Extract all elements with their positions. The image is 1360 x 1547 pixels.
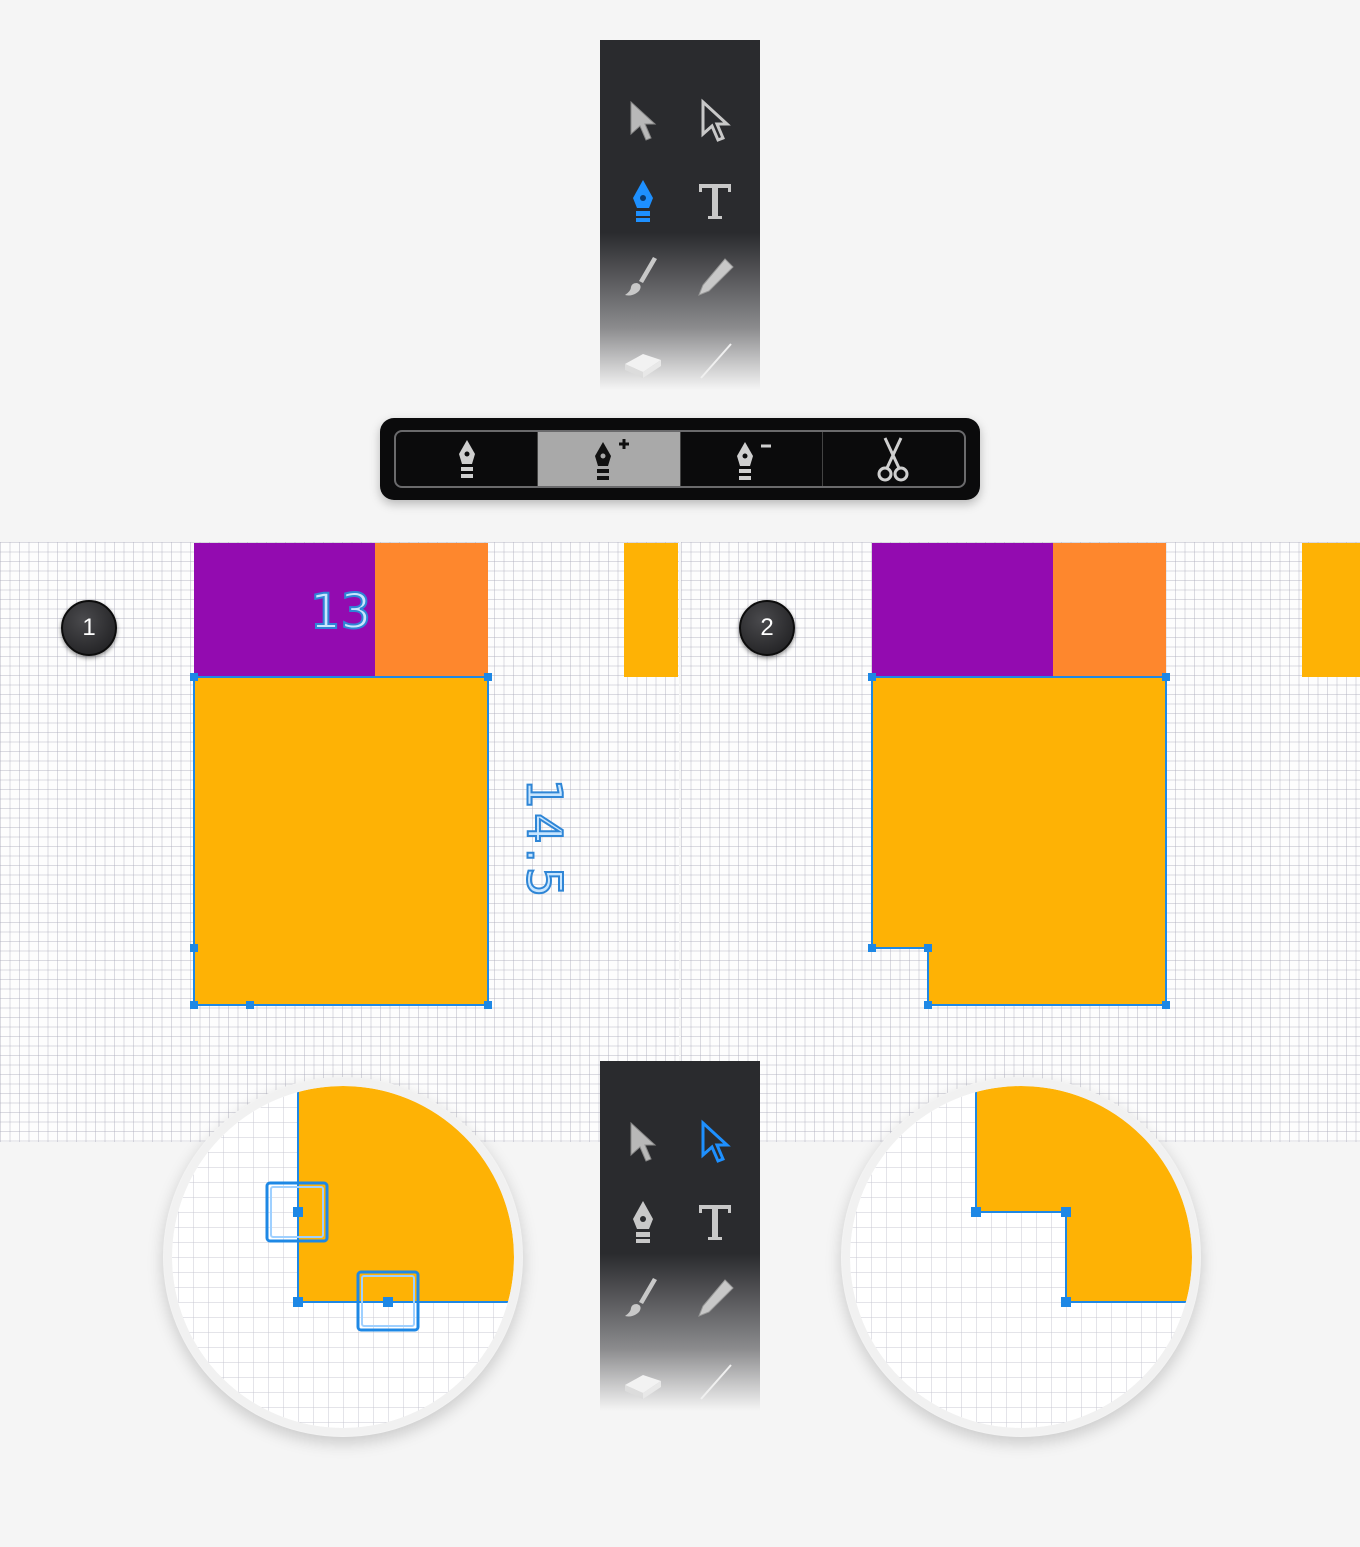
type-tool-icon[interactable]: [690, 1196, 740, 1246]
magnifier-step1-content: [164, 1078, 522, 1436]
direct-selection-tool-icon[interactable]: [690, 1116, 740, 1166]
orange-rectangle-2: [1053, 543, 1166, 677]
delete-anchor-point-icon: [737, 442, 772, 480]
add-anchor-point-segment[interactable]: [538, 432, 681, 486]
pen-options-bar: [380, 418, 980, 500]
anchor-points-step2[interactable]: [868, 673, 1170, 1009]
line-tool-icon[interactable]: [690, 335, 740, 385]
yellow-strip-2: [1302, 543, 1360, 677]
purple-rectangle: [194, 543, 375, 677]
orange-rectangle: [375, 543, 488, 677]
pencil-tool-icon[interactable]: [690, 1273, 740, 1323]
pen-tool-icon[interactable]: [618, 175, 668, 225]
scissors-segment[interactable]: [823, 432, 964, 486]
yellow-strip: [624, 543, 678, 677]
height-dimension-label: 14.5: [514, 778, 572, 903]
type-tool-icon[interactable]: [690, 175, 740, 225]
yellow-rectangle[interactable]: [193, 676, 489, 1006]
add-anchor-point-icon: [594, 439, 629, 480]
purple-rectangle-2: [872, 543, 1053, 677]
eraser-tool-icon[interactable]: [618, 1356, 668, 1406]
step-badge-1: 1: [61, 600, 117, 656]
direct-selection-tool-icon[interactable]: [690, 95, 740, 145]
magnifier-step1: [163, 1077, 523, 1437]
magnifier-step2: [841, 1077, 1201, 1437]
toolbox-top: [600, 40, 760, 390]
selection-tool-icon[interactable]: [618, 1116, 668, 1166]
paintbrush-tool-icon[interactable]: [618, 252, 668, 302]
pen-segment[interactable]: [396, 432, 539, 486]
paintbrush-tool-icon[interactable]: [618, 1273, 668, 1323]
step-badge-2: 2: [739, 600, 795, 656]
pen-tool-icon[interactable]: [618, 1196, 668, 1246]
pen-icon: [458, 440, 475, 478]
eraser-tool-icon[interactable]: [618, 335, 668, 385]
selection-tool-icon[interactable]: [618, 95, 668, 145]
scissors-icon: [877, 437, 909, 482]
width-dimension-label: 13: [309, 583, 372, 641]
pencil-tool-icon[interactable]: [690, 252, 740, 302]
anchor-points-step1[interactable]: [190, 673, 492, 1009]
notched-yellow-shape[interactable]: [871, 676, 1167, 1006]
line-tool-icon[interactable]: [690, 1356, 740, 1406]
delete-anchor-point-segment[interactable]: [681, 432, 823, 486]
magnifier-step2-content: [842, 1078, 1200, 1436]
toolbox-bottom: [600, 1061, 760, 1411]
